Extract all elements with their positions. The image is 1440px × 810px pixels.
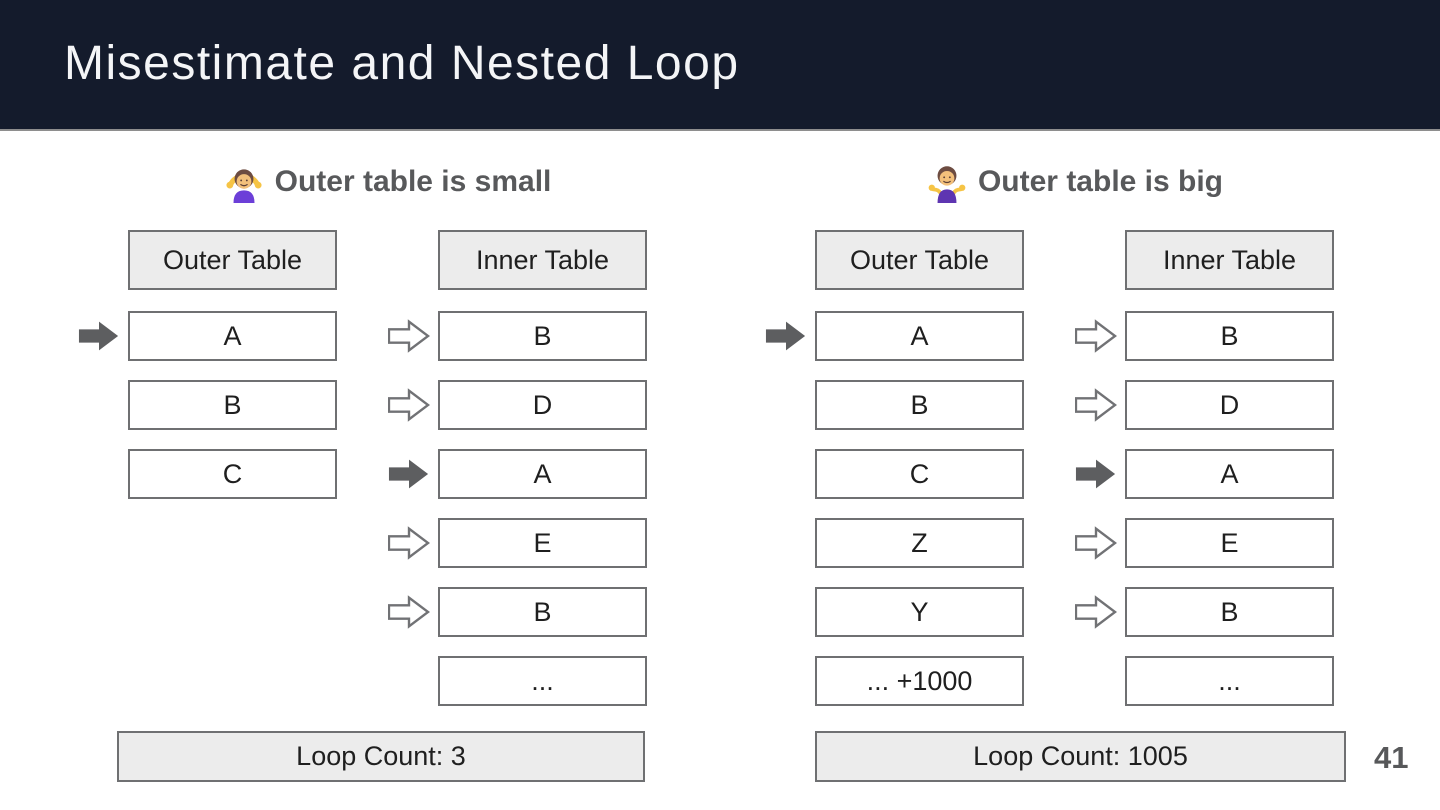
row-pointer-arrow-icon [1075,594,1117,630]
row-pointer-arrow-icon [388,594,430,630]
table-cell: B [1125,311,1334,361]
table-row: C [765,449,1024,499]
panel-heading-small: Outer table is small [128,157,646,207]
table-cell: ... [438,656,647,706]
row-pointer-arrow-icon [388,525,430,561]
table-row: Z [765,518,1024,568]
row-pointer-arrow-icon [78,387,120,423]
page-number: 41 [1374,740,1409,775]
row-pointer-arrow-icon [765,318,807,354]
table-row: ... [388,656,647,706]
table-row: Y [765,587,1024,637]
panel-heading-big: Outer table is big [815,157,1334,207]
table-cell: ... [1125,656,1334,706]
row-pointer-arrow-icon [388,663,430,699]
row-pointer-arrow-icon [78,456,120,492]
table-cell: B [815,380,1024,430]
table-row: B [388,587,647,637]
loop-count-small: Loop Count: 3 [117,731,645,782]
table-cell: A [1125,449,1334,499]
slide-title: Misestimate and Nested Loop [64,37,740,90]
woman-shrugging-icon [928,166,966,203]
loop-count-big: Loop Count: 1005 [815,731,1346,782]
row-pointer-arrow-icon [388,318,430,354]
row-pointer-arrow-icon [765,456,807,492]
table-cell: A [438,449,647,499]
table-row: E [1075,518,1334,568]
row-pointer-arrow-icon [1075,456,1117,492]
row-pointer-arrow-icon [765,387,807,423]
table-row: A [765,311,1024,361]
right-outer-table: Outer Table A B C Z Y ... +1000 [765,230,1024,725]
table-cell: E [438,518,647,568]
table-cell: C [815,449,1024,499]
table-row: A [388,449,647,499]
row-pointer-arrow-icon [388,387,430,423]
right-inner-table: Inner Table B D A E B ... [1075,230,1334,725]
panel-heading-label: Outer table is small [274,165,552,198]
row-pointer-arrow-icon [1075,318,1117,354]
left-inner-table: Inner Table B D A E B ... [388,230,647,725]
table-cell: B [128,380,337,430]
table-row: B [1075,311,1334,361]
table-row: E [388,518,647,568]
table-cell: A [128,311,337,361]
table-row: D [1075,380,1334,430]
row-pointer-arrow-icon [1075,387,1117,423]
woman-gesturing-ok-icon [226,169,262,203]
table-row: C [78,449,337,499]
table-cell: B [1125,587,1334,637]
table-row: B [765,380,1024,430]
table-cell: A [815,311,1024,361]
table-cell: E [1125,518,1334,568]
row-pointer-arrow-icon [765,663,807,699]
left-outer-table: Outer Table A B C [78,230,337,518]
panel-heading-label: Outer table is big [977,165,1224,198]
table-cell: B [438,587,647,637]
row-pointer-arrow-icon [78,318,120,354]
table-header-cell: Outer Table [128,230,337,290]
row-pointer-arrow-icon [1075,663,1117,699]
table-header-cell: Inner Table [438,230,647,290]
table-header-cell: Outer Table [815,230,1024,290]
table-cell: D [438,380,647,430]
table-row: B [1075,587,1334,637]
table-row: A [78,311,337,361]
row-pointer-arrow-icon [765,594,807,630]
table-row: A [1075,449,1334,499]
table-cell: C [128,449,337,499]
table-row: D [388,380,647,430]
table-header-cell: Inner Table [1125,230,1334,290]
table-cell: ... +1000 [815,656,1024,706]
row-pointer-arrow-icon [1075,525,1117,561]
table-cell: Z [815,518,1024,568]
table-row: B [388,311,647,361]
table-cell: D [1125,380,1334,430]
table-row: ... [1075,656,1334,706]
table-cell: Y [815,587,1024,637]
slide-title-bar: Misestimate and Nested Loop [0,0,1440,131]
row-pointer-arrow-icon [765,525,807,561]
table-cell: B [438,311,647,361]
table-row: ... +1000 [765,656,1024,706]
row-pointer-arrow-icon [388,456,430,492]
table-row: B [78,380,337,430]
